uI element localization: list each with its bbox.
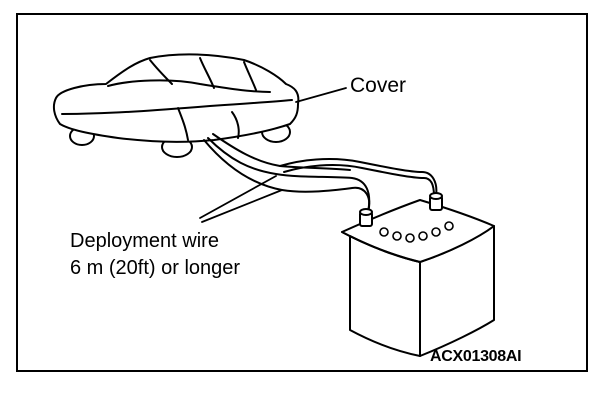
leader-wire-1 bbox=[199, 175, 277, 219]
leader-wire-2 bbox=[201, 189, 283, 223]
wire-d bbox=[279, 158, 438, 197]
wire-e bbox=[283, 164, 435, 197]
battery-top-rim bbox=[349, 235, 421, 263]
wire-c bbox=[203, 139, 371, 213]
deployment-wire bbox=[203, 133, 438, 213]
car-cabin-outline bbox=[107, 79, 271, 93]
car-beltline bbox=[61, 99, 293, 115]
leader-cover bbox=[295, 87, 347, 103]
cover-fold bbox=[231, 111, 240, 139]
car-cover-body bbox=[52, 53, 300, 143]
figure-code: ACX01308AI bbox=[430, 348, 522, 365]
deployment-wire-length-label: 6 m (20ft) or longer bbox=[70, 257, 241, 279]
car-window-divider-1 bbox=[149, 59, 173, 85]
car-door-line bbox=[177, 107, 189, 141]
deployment-wire-label: Deployment wire bbox=[70, 230, 219, 252]
cover-label: Cover bbox=[350, 74, 407, 97]
battery-terminal-right bbox=[429, 192, 443, 211]
battery bbox=[341, 192, 495, 357]
car-window-divider-2 bbox=[199, 57, 215, 89]
leader-lines bbox=[199, 87, 347, 223]
car-window-divider-3 bbox=[243, 61, 257, 91]
battery-terminal-left bbox=[359, 208, 373, 227]
wire-a bbox=[207, 137, 371, 213]
battery-cell-caps bbox=[379, 221, 454, 243]
covered-car bbox=[52, 53, 300, 158]
